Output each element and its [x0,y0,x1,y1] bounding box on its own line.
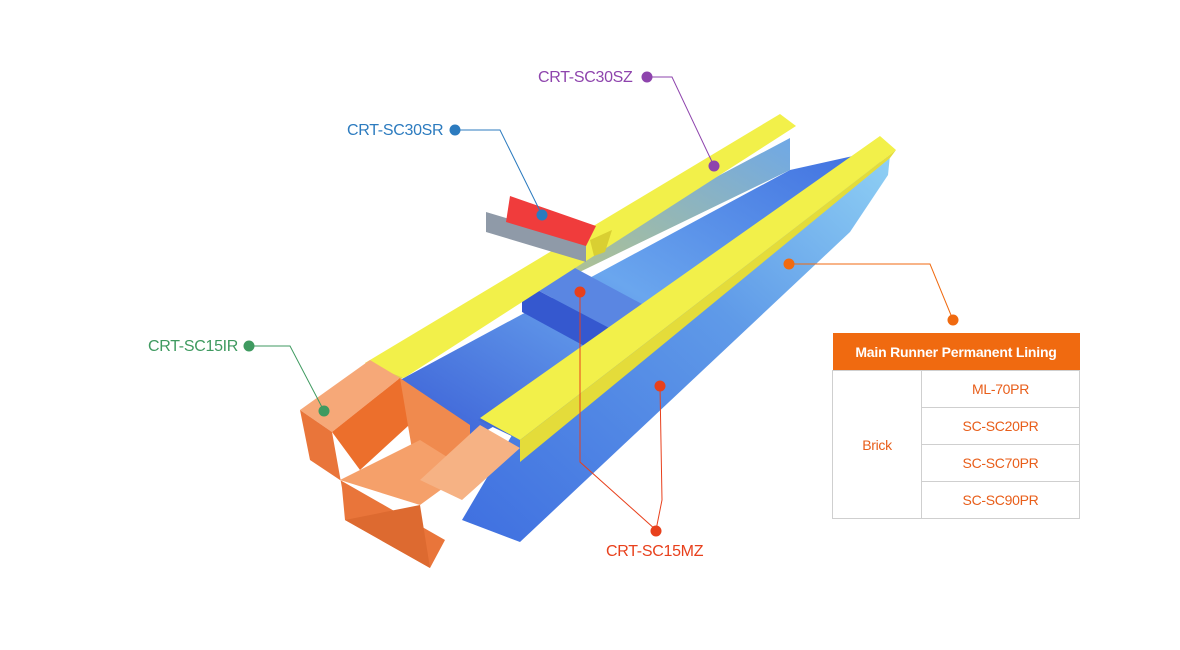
category-cell: Brick [832,370,922,519]
label-crt-sc15ir: CRT-SC15IR [148,338,239,355]
item-cell: SC-SC90PR [921,481,1080,519]
callout-sz [641,71,720,172]
front-wall-outer-face [462,155,890,542]
label-crt-sc30sz: CRT-SC30SZ [538,69,633,86]
label-crt-sc30sr: CRT-SC30SR [347,122,444,139]
item-cell: ML-70PR [921,370,1080,408]
end-block-right-top [420,425,520,500]
item-cell: SC-SC20PR [921,407,1080,445]
item-cell: SC-SC70PR [921,444,1080,482]
table-header: Main Runner Permanent Lining [832,333,1080,371]
end-block-base [345,505,430,568]
lining-table: Main Runner Permanent Lining Brick ML-70… [832,333,1080,519]
front-wall-top [480,136,896,440]
gate-red-plate [506,196,596,246]
callout-pr [783,258,959,326]
callout-ir [243,340,330,417]
gate-gray-plate [486,212,586,262]
end-block-notch [332,378,420,470]
table-row: SC-SC20PR [833,407,1080,445]
end-block-lower [340,440,468,505]
callout-sr [449,124,548,221]
front-wall-top-edge [520,150,896,462]
table-header-row: Main Runner Permanent Lining [832,333,1080,371]
back-wall-notch [590,230,612,256]
label-crt-sc15mz: CRT-SC15MZ [606,543,704,560]
table-row: Brick ML-70PR [832,370,1080,519]
table-row: SC-SC90PR [833,481,1080,519]
callout-mz [574,286,666,537]
